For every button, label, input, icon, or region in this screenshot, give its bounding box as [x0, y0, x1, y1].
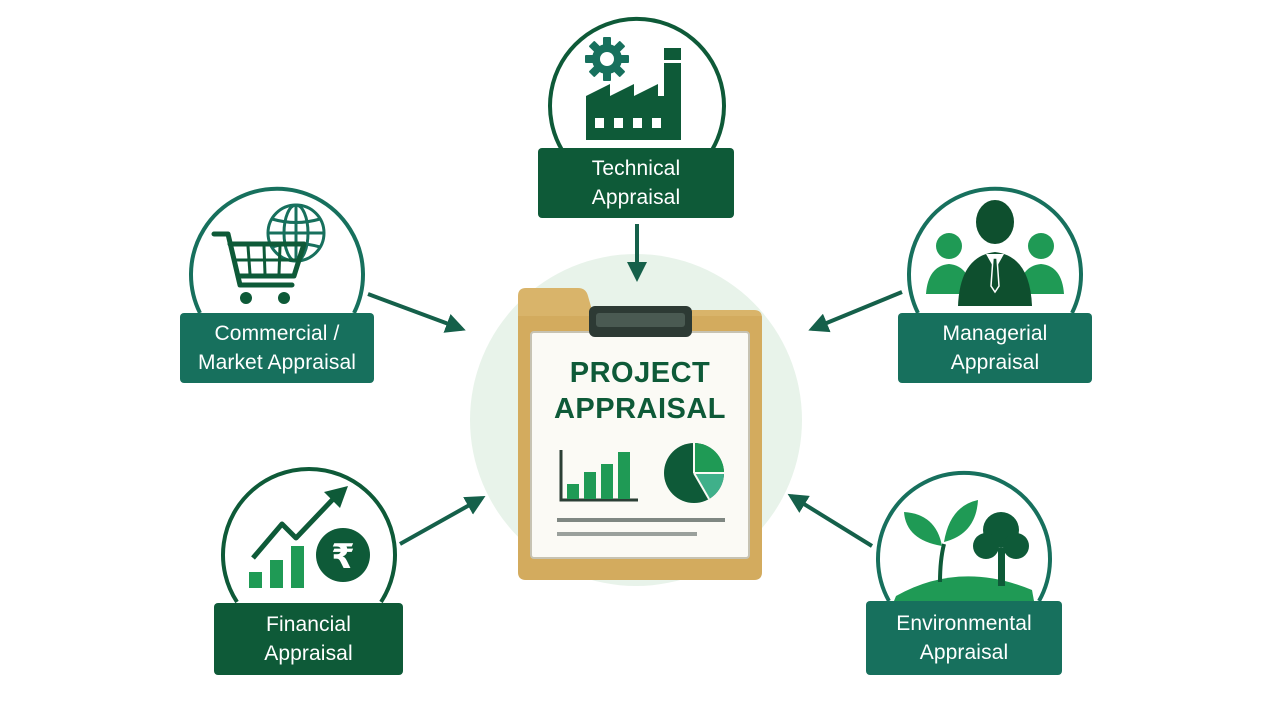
arrow-financial	[399, 496, 486, 546]
environmental-appraisal-label: Environmental Appraisal	[866, 601, 1062, 675]
center-title-line2: APPRAISAL	[553, 393, 727, 425]
center-title: PROJECT APPRAISAL	[532, 355, 748, 427]
managerial-circle	[907, 186, 1083, 314]
arrow-managerial	[808, 290, 903, 333]
team-manager-icon	[926, 200, 1064, 306]
arrow-environmental	[787, 493, 874, 548]
technical-label-line2: Appraisal	[591, 186, 681, 209]
financial-label-line2: Appraisal	[264, 642, 353, 665]
shopping-cart-globe-icon	[211, 203, 326, 304]
mini-pie-chart-icon	[664, 443, 724, 503]
arrow-commercial	[367, 292, 466, 333]
commercial-label-line2: Market Appraisal	[197, 351, 356, 374]
technical-label-line1: Technical	[591, 157, 681, 180]
commercial-node	[189, 186, 365, 314]
commercial-market-appraisal-label: Commercial / Market Appraisal	[180, 313, 374, 383]
environmental-circle	[876, 471, 1052, 602]
mini-bar-chart-icon	[559, 450, 638, 502]
technical-node	[548, 16, 726, 152]
paper-line	[557, 518, 725, 522]
commercial-circle	[189, 186, 365, 314]
financial-label-line1: Financial	[266, 613, 351, 636]
environmental-label-line2: Appraisal	[919, 641, 1009, 664]
managerial-node	[907, 186, 1083, 314]
financial-appraisal-label: Financial Appraisal	[214, 603, 403, 675]
financial-node: ₹	[221, 466, 397, 604]
environmental-node	[876, 471, 1052, 602]
commercial-label-line1: Commercial /	[214, 322, 340, 345]
project-appraisal-folder	[518, 288, 762, 580]
financial-circle	[221, 466, 397, 604]
technical-circle	[548, 16, 726, 152]
center-title-line1: PROJECT	[569, 357, 711, 389]
plant-tree-icon	[894, 500, 1034, 601]
environmental-label-line1: Environmental	[896, 612, 1032, 635]
connector-arrows	[367, 224, 903, 548]
technical-appraisal-label: Technical Appraisal	[538, 148, 734, 218]
growth-chart-rupee-icon: ₹	[249, 486, 370, 588]
managerial-label-line1: Managerial	[942, 322, 1048, 345]
paper-line	[557, 532, 697, 536]
rupee-glyph: ₹	[331, 537, 355, 577]
factory-gear-icon	[585, 37, 682, 140]
managerial-label-line2: Appraisal	[950, 351, 1040, 374]
managerial-appraisal-label: Managerial Appraisal	[898, 313, 1092, 383]
